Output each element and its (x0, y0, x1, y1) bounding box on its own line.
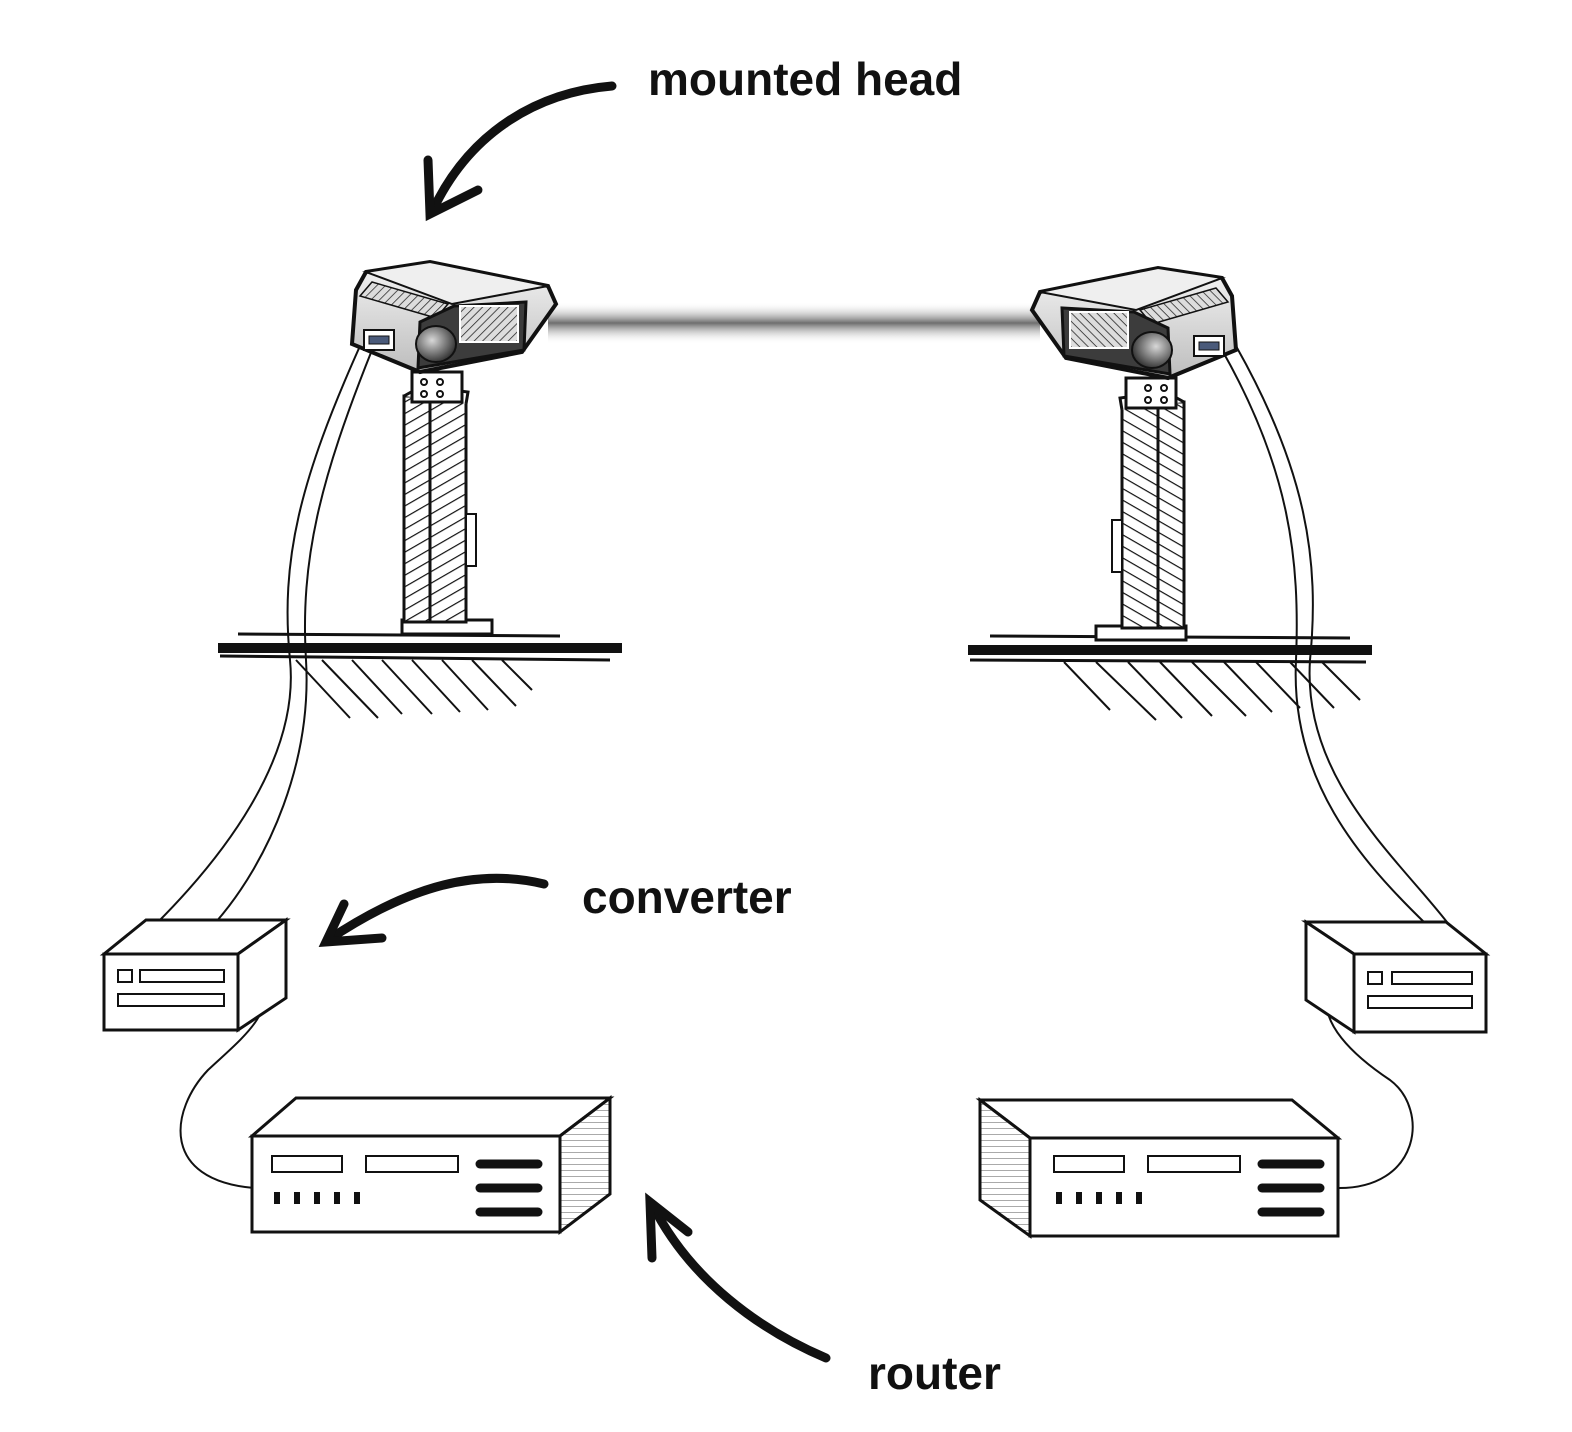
optical-beam (548, 302, 1040, 344)
mounted-head-right (1029, 265, 1239, 642)
router-left (247, 1094, 615, 1236)
ground-left (218, 632, 622, 719)
cable-right-head-converter (1221, 345, 1451, 927)
converter-left (99, 917, 291, 1033)
label-router: router (868, 1347, 1001, 1399)
arrow-converter (318, 873, 549, 948)
cable-left-head-converter (155, 345, 373, 925)
lens-icon (1131, 331, 1173, 369)
router-right (975, 1096, 1343, 1239)
label-mounted-head: mounted head (648, 53, 963, 105)
cable-right-converter-router (1325, 983, 1414, 1190)
mounted-head-left (349, 259, 559, 636)
arrow-router (645, 1192, 831, 1363)
lens-icon (415, 325, 457, 363)
label-converter: converter (582, 871, 792, 923)
arrow-mounted-head (423, 81, 617, 222)
converter-right (1301, 919, 1491, 1035)
